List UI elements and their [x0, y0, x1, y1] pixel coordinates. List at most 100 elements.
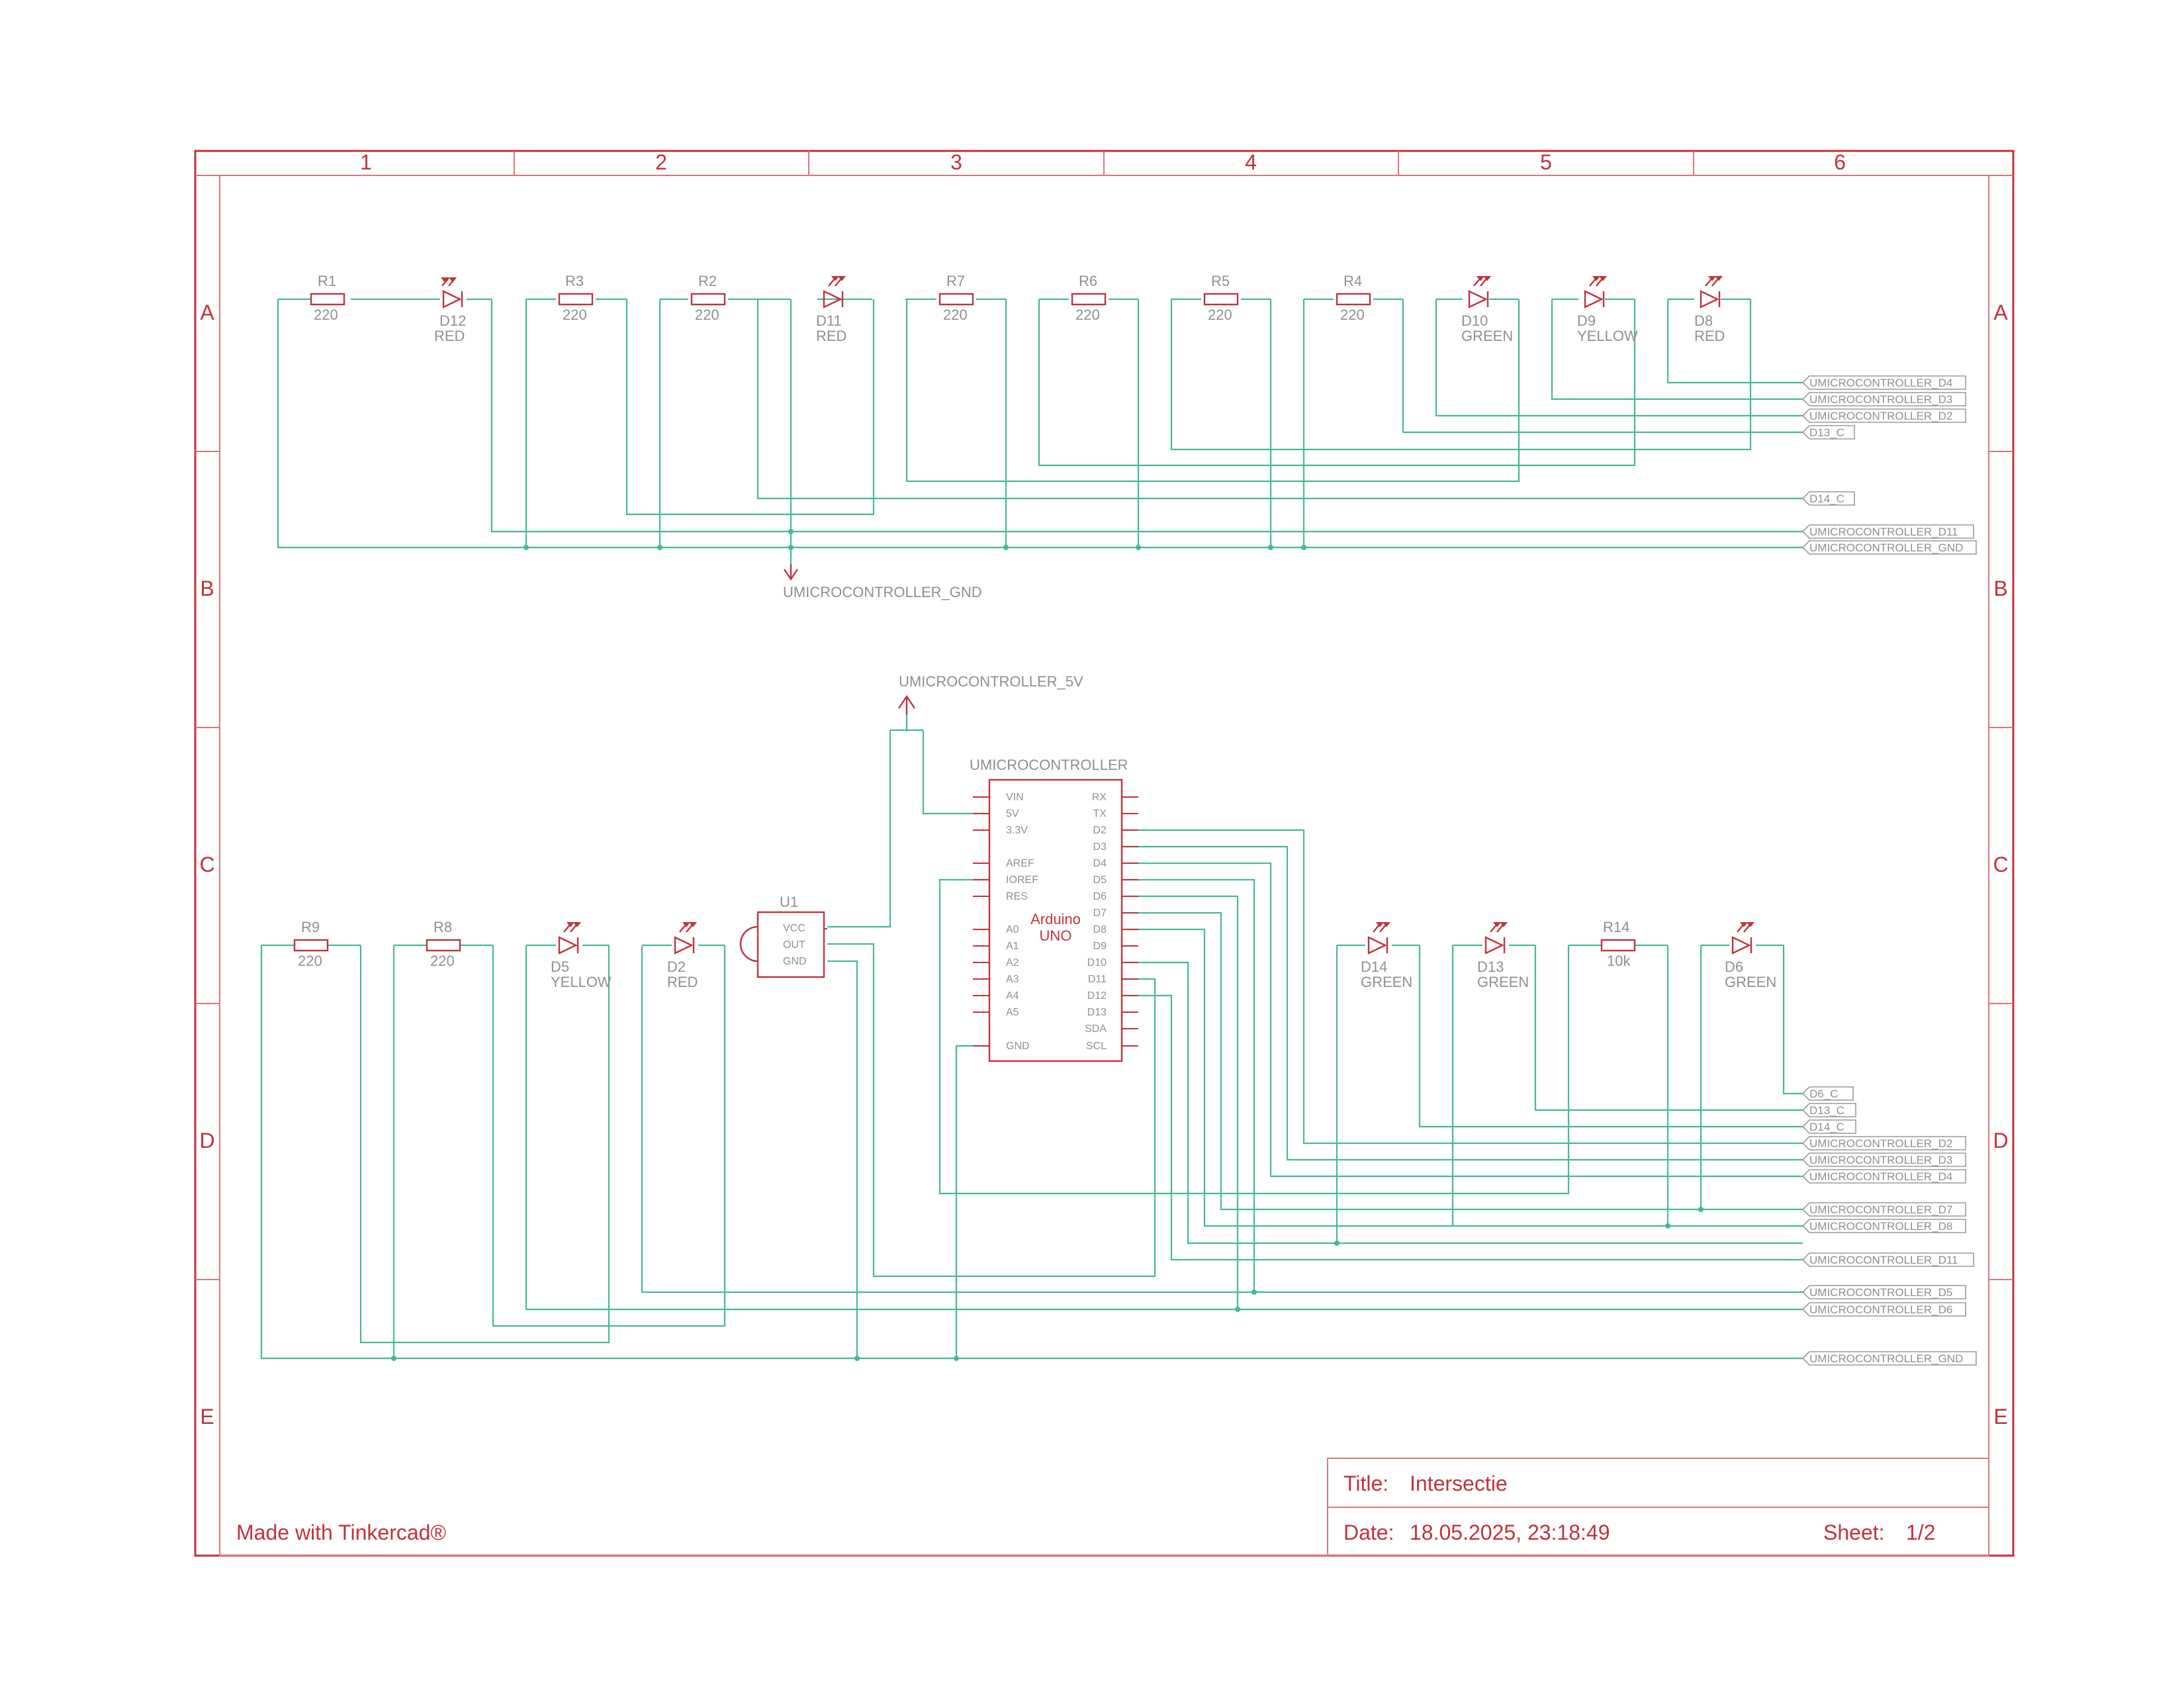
- mcu-name: UMICROCONTROLLER: [970, 757, 1128, 773]
- net-bottom-7: UMICROCONTROLLER_D8: [1809, 1220, 1952, 1233]
- zone-row-b-left: B: [200, 577, 214, 600]
- resistor-r4: [1336, 293, 1371, 306]
- d11-value: RED: [816, 328, 846, 344]
- net-bottom-1: D13_C: [1809, 1104, 1844, 1117]
- net-bottom-9: UMICROCONTROLLER_D5: [1809, 1286, 1952, 1299]
- net-bottom-11: UMICROCONTROLLER_GND: [1809, 1352, 1963, 1365]
- top-junctions: [523, 529, 1306, 550]
- mcu-pin-d8: D8: [1093, 924, 1107, 935]
- zone-row-a-right: A: [1993, 301, 2008, 324]
- net-bottom-6: UMICROCONTROLLER_D7: [1809, 1203, 1952, 1216]
- d9-value: YELLOW: [1577, 328, 1638, 344]
- d6-name: D6: [1725, 959, 1743, 975]
- net-top-5: UMICROCONTROLLER_D11: [1809, 526, 1958, 538]
- net-bottom-0: D6_C: [1809, 1088, 1838, 1100]
- bottom-wires: [260, 714, 1803, 1360]
- r4-name: R4: [1343, 273, 1362, 289]
- led-d8-icon: [1700, 276, 1723, 308]
- r6-value: 220: [1075, 306, 1100, 323]
- r7-name: R7: [946, 273, 965, 289]
- mcu-pin-d2: D2: [1093, 825, 1107, 836]
- r2-value: 220: [695, 306, 719, 323]
- mcu-pin-a5: A5: [1006, 1007, 1019, 1018]
- resistor-r14: [1600, 939, 1636, 952]
- net-top-4: D14_C: [1809, 492, 1844, 505]
- mcu-pin-a1: A1: [1006, 941, 1019, 952]
- d9-name: D9: [1577, 312, 1596, 329]
- r3-name: R3: [565, 273, 584, 289]
- mcu-pin-d5: D5: [1093, 874, 1107, 886]
- zone-row-e-left: E: [200, 1405, 214, 1429]
- led-d14-icon: [1367, 922, 1391, 955]
- led-d6-icon: [1731, 922, 1755, 955]
- led-d5-icon: [558, 922, 582, 955]
- mcu-pin-d4: D4: [1093, 858, 1107, 869]
- zone-row-d-left: D: [199, 1129, 214, 1152]
- r5-name: R5: [1211, 273, 1230, 289]
- zone-col-1: 1: [360, 150, 372, 174]
- gnd-label: UMICROCONTROLLER_GND: [783, 584, 982, 600]
- r3-value: 220: [563, 306, 587, 323]
- r8-name: R8: [433, 919, 452, 935]
- mcu-pin-rx: RX: [1092, 792, 1107, 803]
- led-d9-icon: [1584, 276, 1608, 308]
- date-value: 18.05.2025, 23:18:49: [1410, 1521, 1610, 1544]
- mcu-pin-d10: D10: [1087, 957, 1107, 968]
- net-top-6: UMICROCONTROLLER_GND: [1809, 541, 1963, 554]
- zone-row-e-right: E: [1993, 1405, 2007, 1429]
- mcu-pin-a2: A2: [1006, 957, 1019, 968]
- r4-value: 220: [1340, 306, 1365, 323]
- resistor-r8: [426, 939, 461, 952]
- vcc-arrow-icon: [898, 694, 915, 715]
- led-d11-icon: [823, 276, 846, 308]
- resistor-r6: [1071, 293, 1107, 306]
- d10-value: GREEN: [1461, 328, 1513, 344]
- d14-value: GREEN: [1361, 974, 1412, 990]
- d13-value: GREEN: [1477, 974, 1529, 990]
- mcu-pin-d12: D12: [1087, 990, 1107, 1002]
- zone-col-2: 2: [655, 150, 667, 174]
- d2-value: RED: [667, 974, 698, 990]
- net-top-1: UMICROCONTROLLER_D3: [1809, 393, 1952, 406]
- d5-name: D5: [551, 959, 569, 975]
- net-bottom-2: D14_C: [1809, 1121, 1844, 1133]
- r14-name: R14: [1603, 919, 1629, 935]
- r6-name: R6: [1079, 273, 1097, 289]
- r9-name: R9: [301, 919, 320, 935]
- mcu-pin-3v3: 3.3V: [1006, 825, 1028, 836]
- mcu-pin-d11: D11: [1088, 974, 1107, 985]
- mcu-pin-d13: D13: [1087, 1007, 1107, 1018]
- resistor-r2: [690, 293, 726, 306]
- d14-name: D14: [1361, 959, 1387, 975]
- resistor-r9: [293, 939, 329, 952]
- u1-name: U1: [780, 894, 798, 910]
- u1-pin-vcc: VCC: [783, 923, 805, 934]
- r7-value: 220: [943, 306, 968, 323]
- r1-name: R1: [318, 273, 336, 289]
- resistor-r1: [310, 293, 345, 306]
- top-wires: [277, 298, 1803, 575]
- mcu-pin-aref: AREF: [1006, 858, 1034, 869]
- r1-value: 220: [314, 306, 338, 323]
- zone-row-a-left: A: [200, 301, 214, 324]
- sheet-value: 1/2: [1906, 1521, 1935, 1544]
- u1-pin-out: OUT: [783, 939, 805, 951]
- d8-value: RED: [1694, 328, 1725, 344]
- sensor-u1: [739, 911, 827, 978]
- d11-name: D11: [816, 312, 842, 329]
- d2-name: D2: [667, 959, 686, 975]
- mcu-pin-a0: A0: [1006, 924, 1019, 935]
- mcu-pin-sda: SDA: [1085, 1023, 1107, 1035]
- title-block: [1327, 1458, 1989, 1556]
- zone-row-c-left: C: [199, 853, 214, 876]
- d13-name: D13: [1477, 959, 1504, 975]
- zone-row-d-right: D: [1993, 1129, 2008, 1152]
- mcu-pin-d9: D9: [1093, 941, 1107, 952]
- r14-value: 10k: [1607, 953, 1631, 969]
- zone-col-6: 6: [1834, 150, 1846, 174]
- mcu-label-arduino: Arduino: [1030, 911, 1081, 927]
- d12-value: RED: [434, 328, 465, 344]
- mcu-label-uno: UNO: [1040, 927, 1072, 944]
- zone-col-5: 5: [1540, 150, 1552, 174]
